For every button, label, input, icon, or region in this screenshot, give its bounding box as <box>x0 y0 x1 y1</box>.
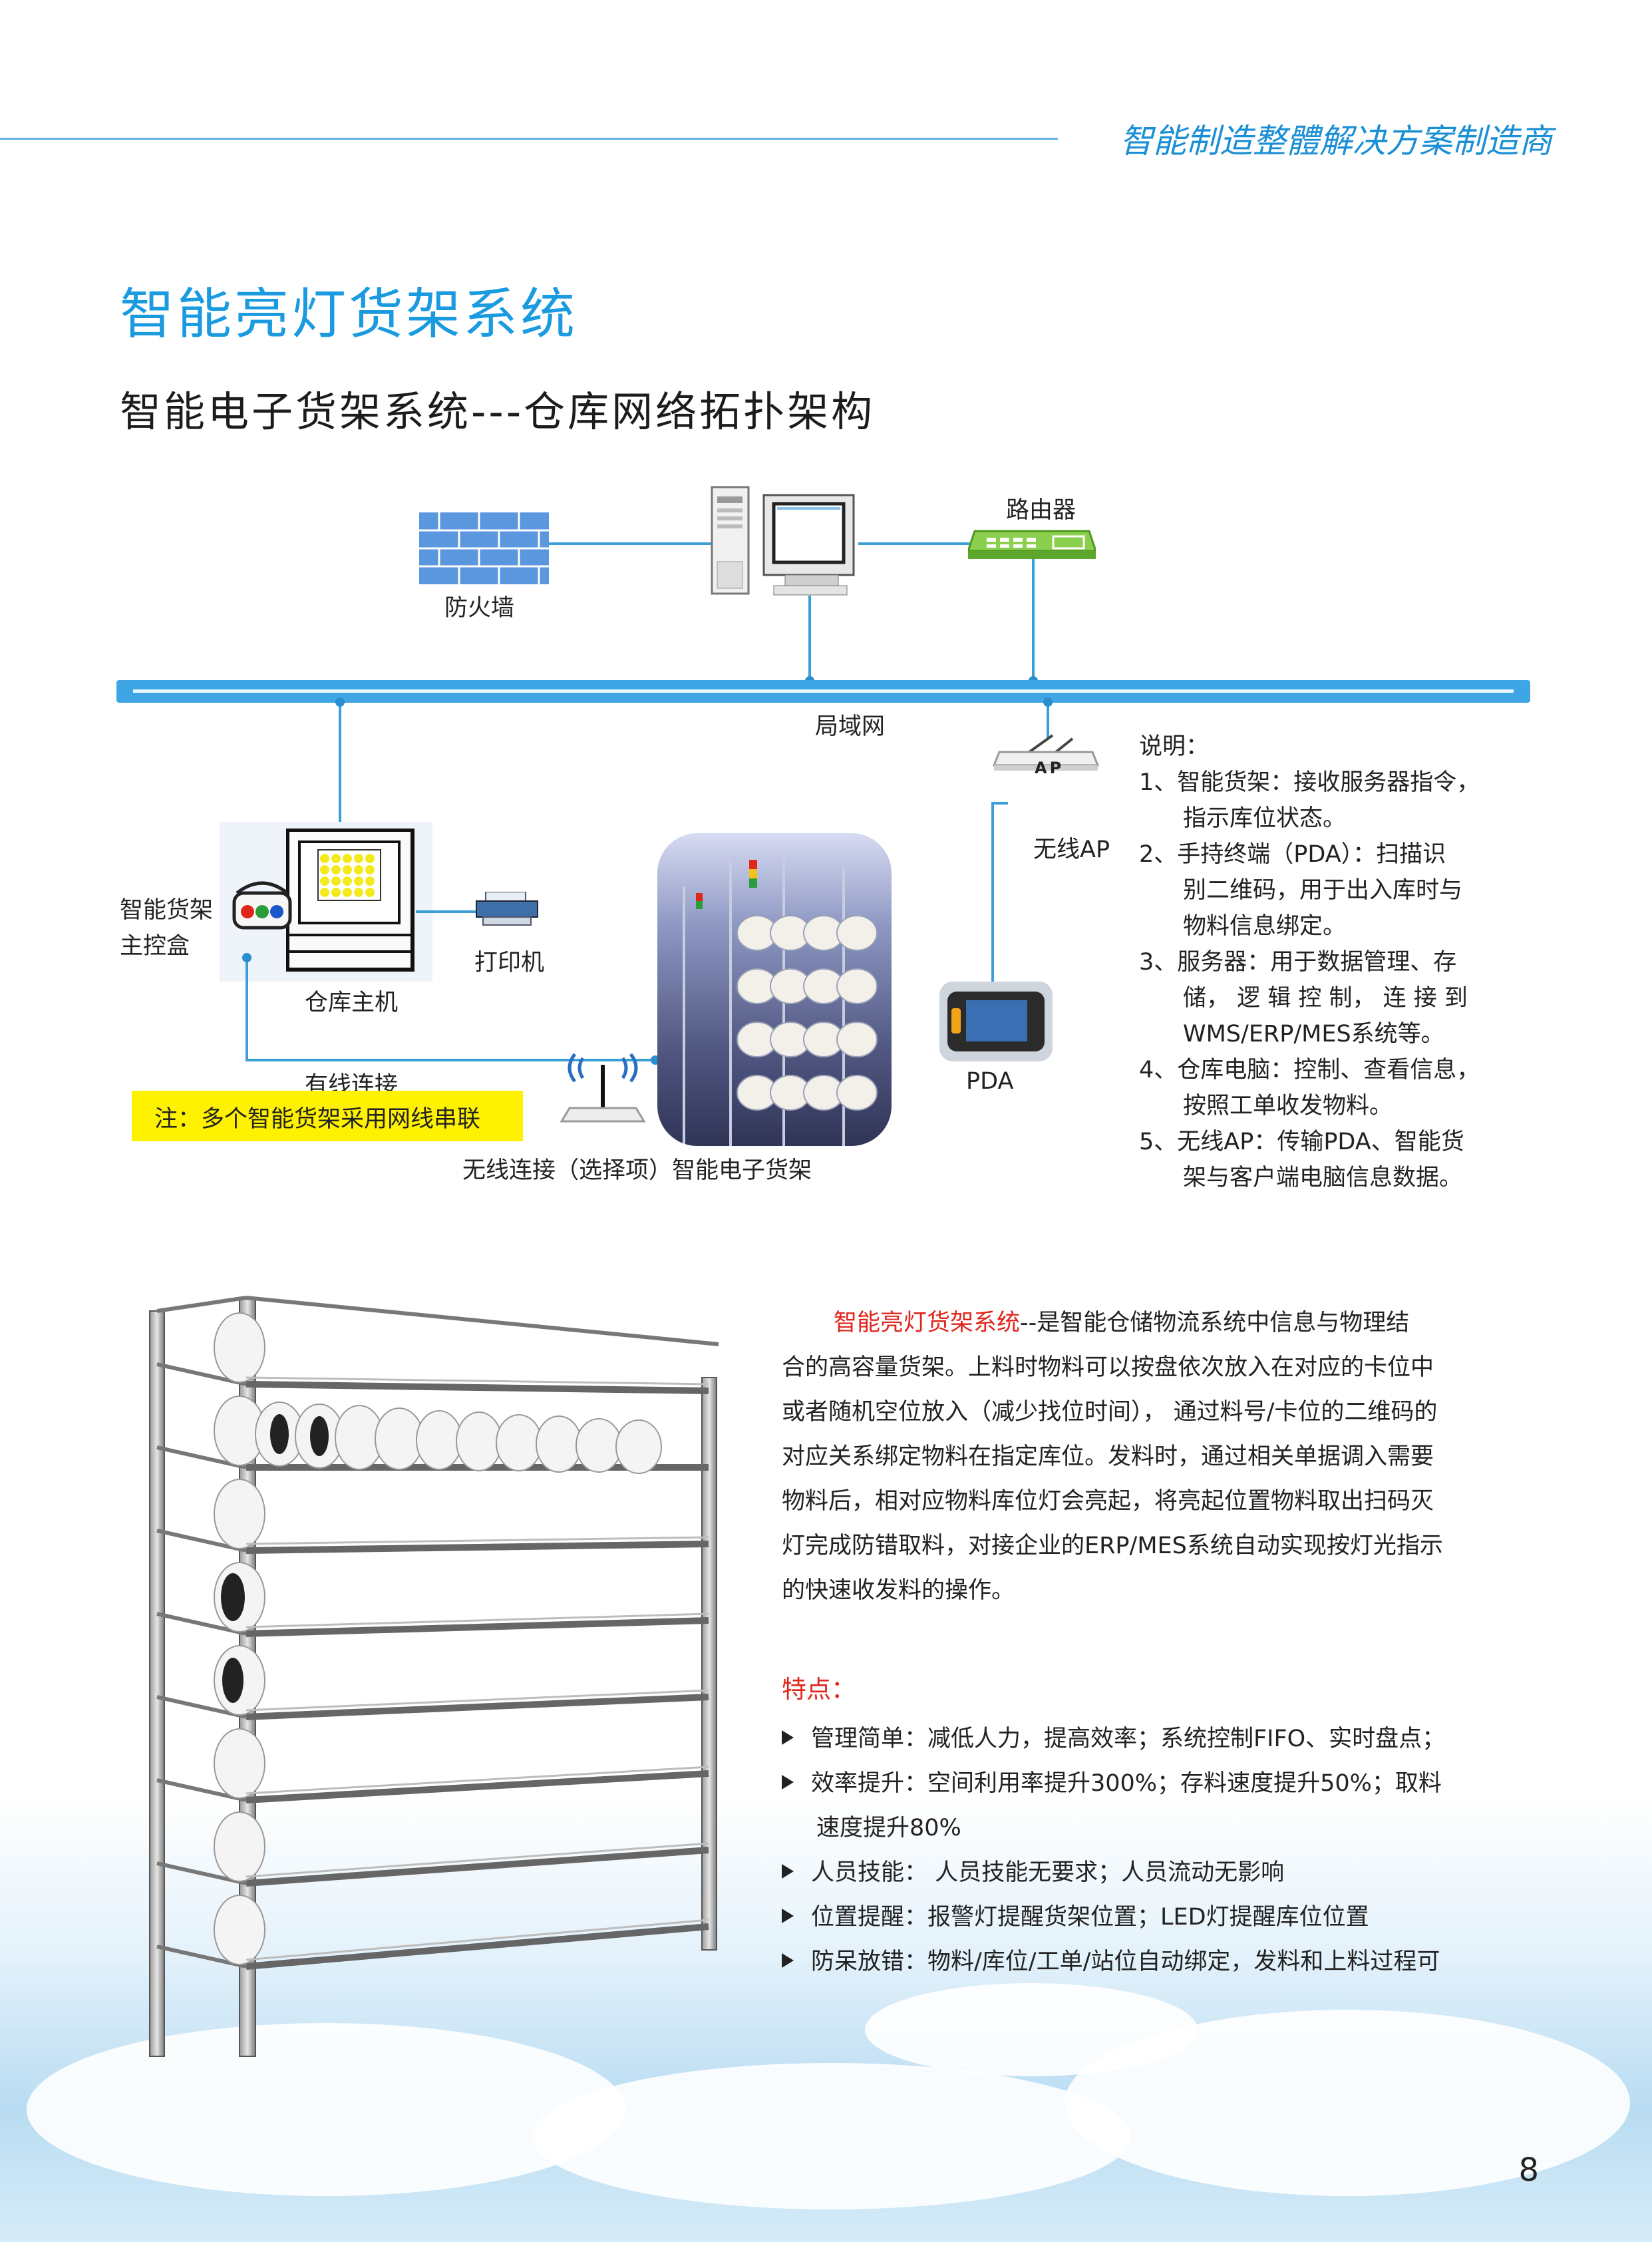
feature-item: 管理简单：减低人力，提高效率；系统控制FIFO、实时盘点； <box>782 1717 1445 1762</box>
description-line: 物料后，相对应物料库位灯会亮起，将亮起位置物料取出扫码灭 <box>782 1488 1434 1515</box>
wire <box>991 802 1008 805</box>
ap-tag: AP <box>1035 759 1065 777</box>
note-text: 注：多个智能货架采用网线串联 <box>154 1106 481 1133</box>
features-list: 管理简单：减低人力，提高效率；系统控制FIFO、实时盘点； 效率提升：空间利用率… <box>782 1717 1445 1984</box>
bullet-triangle-icon <box>782 1775 794 1789</box>
feature-item: 人员技能： 人员技能无要求；人员流动无影响 <box>782 1851 1445 1895</box>
connection-dot <box>335 697 345 707</box>
wire <box>246 1059 658 1061</box>
explanation-line: 3、服务器：用于数据管理、存 <box>1139 949 1457 976</box>
description-line: 灯完成防错取料，对接企业的ERP/MES系统自动实现按灯光指示 <box>782 1533 1443 1559</box>
wire <box>549 542 715 545</box>
cloud <box>532 2063 1131 2209</box>
wire <box>808 596 811 682</box>
feature-item: 位置提醒：报警灯提醒货架位置；LED灯提醒库位位置 <box>782 1895 1445 1940</box>
wireless-shelf-label: 无线连接（选择项）智能电子货架 <box>462 1157 812 1184</box>
bullet-triangle-icon <box>782 1909 794 1923</box>
explanation-line: 别二维码，用于出入库时与 <box>1183 877 1463 904</box>
wire <box>858 542 971 545</box>
description-line: 对应关系绑定物料在指定库位。发料时，通过相关单据调入需要 <box>782 1443 1434 1470</box>
explanation-block: 说明： 1、智能货架：接收服务器指令， 指示库位状态。 2、手持终端（PDA）：… <box>1139 729 1480 1196</box>
cloud <box>865 1983 1198 2076</box>
feature-item: 效率提升：空间利用率提升300%；存料速度提升50%；取料 <box>782 1762 1445 1806</box>
description-first-line-rest: --是智能仓储物流系统中信息与物理结 <box>1020 1310 1410 1336</box>
lan-bus-highlight <box>133 689 1514 693</box>
page-title: 智能亮灯货架系统 <box>120 283 578 346</box>
features-title: 特点： <box>782 1675 856 1704</box>
feature-text: 管理简单：减低人力，提高效率；系统控制FIFO、实时盘点； <box>811 1726 1446 1752</box>
feature-text: 防呆放错：物料/库位/工单/站位自动绑定，发料和上料过程可 <box>811 1949 1440 1975</box>
explanation-line: 指示库位状态。 <box>1183 805 1347 832</box>
description-line: 或者随机空位放入（减少找位时间）， 通过料号/卡位的二维码的 <box>782 1399 1438 1425</box>
description-block: 智能亮灯货架系统--是智能仓储物流系统中信息与物理结 合的高容量货架。上料时物料… <box>782 1301 1540 1613</box>
warehouse-host-icon <box>286 829 414 972</box>
explanation-line: 架与客户端电脑信息数据。 <box>1183 1165 1463 1191</box>
router-icon <box>968 530 1096 559</box>
wire <box>246 955 248 1061</box>
description-line: 的快速收发料的操作。 <box>782 1577 1015 1604</box>
wire <box>991 802 994 988</box>
pda-label: PDA <box>966 1068 1014 1095</box>
router-label: 路由器 <box>1006 497 1076 524</box>
explanation-line: 4、仓库电脑：控制、查看信息， <box>1139 1057 1480 1083</box>
header-rule <box>0 138 1058 140</box>
wire <box>1032 559 1035 682</box>
bullet-triangle-icon <box>782 1953 794 1968</box>
server-icon <box>711 486 855 596</box>
note-highlight <box>132 1091 523 1141</box>
printer-icon <box>476 892 538 926</box>
explanation-line: 1、智能货架：接收服务器指令， <box>1139 769 1480 796</box>
explanation-line: 物料信息绑定。 <box>1183 913 1347 940</box>
explanation-line: 2、手持终端（PDA）：扫描识 <box>1139 841 1446 868</box>
explanation-line: 5、无线AP：传输PDA、智能货 <box>1139 1129 1464 1155</box>
page-subtitle: 智能电子货架系统---仓库网络拓扑架构 <box>120 387 876 436</box>
printer-label: 打印机 <box>474 950 545 976</box>
feature-continuation: 速度提升80% <box>816 1815 961 1841</box>
cloud <box>27 2023 625 2196</box>
controller-label-line1: 智能货架 <box>120 897 214 924</box>
wireless-ap-icon <box>993 734 1099 771</box>
connection-dot <box>242 953 251 962</box>
header-slogan: 智能制造整體解决方案制造商 <box>1120 122 1552 160</box>
feature-item: 防呆放错：物料/库位/工单/站位自动绑定，发料和上料过程可 <box>782 1940 1445 1984</box>
page-number: 8 <box>1518 2151 1539 2189</box>
description-first-line: 智能亮灯货架系统--是智能仓储物流系统中信息与物理结 <box>782 1301 1540 1346</box>
bullet-triangle-icon <box>782 1864 794 1879</box>
pda-icon <box>939 982 1053 1061</box>
wire <box>339 702 341 829</box>
wire <box>416 910 476 913</box>
feature-text: 效率提升：空间利用率提升300%；存料速度提升50%；取料 <box>811 1770 1442 1797</box>
explanation-line: 按照工单收发物料。 <box>1183 1093 1393 1119</box>
smart-rack-product-image <box>149 1296 719 2057</box>
explanation-line: WMS/ERP/MES系统等。 <box>1183 1021 1444 1047</box>
shelf-controller-icon <box>232 881 292 930</box>
connection-dot <box>1043 697 1053 707</box>
feature-text: 人员技能： 人员技能无要求；人员流动无影响 <box>811 1859 1285 1886</box>
wireless-router-icon <box>560 1053 646 1123</box>
feature-text: 位置提醒：报警灯提醒货架位置；LED灯提醒库位位置 <box>811 1904 1369 1931</box>
bullet-triangle-icon <box>782 1730 794 1745</box>
description-line: 合的高容量货架。上料时物料可以按盘依次放入在对应的卡位中 <box>782 1354 1434 1381</box>
explanation-line: 储， 逻 辑 控 制， 连 接 到 <box>1183 985 1468 1012</box>
smart-shelf-photo <box>657 833 892 1146</box>
description-highlight: 智能亮灯货架系统 <box>834 1310 1021 1336</box>
firewall-label: 防火墙 <box>444 595 515 622</box>
lan-label: 局域网 <box>815 713 886 740</box>
explanation-heading: 说明： <box>1139 733 1210 760</box>
firewall-icon <box>419 512 549 584</box>
wire <box>1047 702 1049 739</box>
host-label: 仓库主机 <box>305 990 399 1016</box>
controller-label-line2: 主控盒 <box>120 933 190 960</box>
wireless-ap-label: 无线AP <box>1033 837 1110 863</box>
